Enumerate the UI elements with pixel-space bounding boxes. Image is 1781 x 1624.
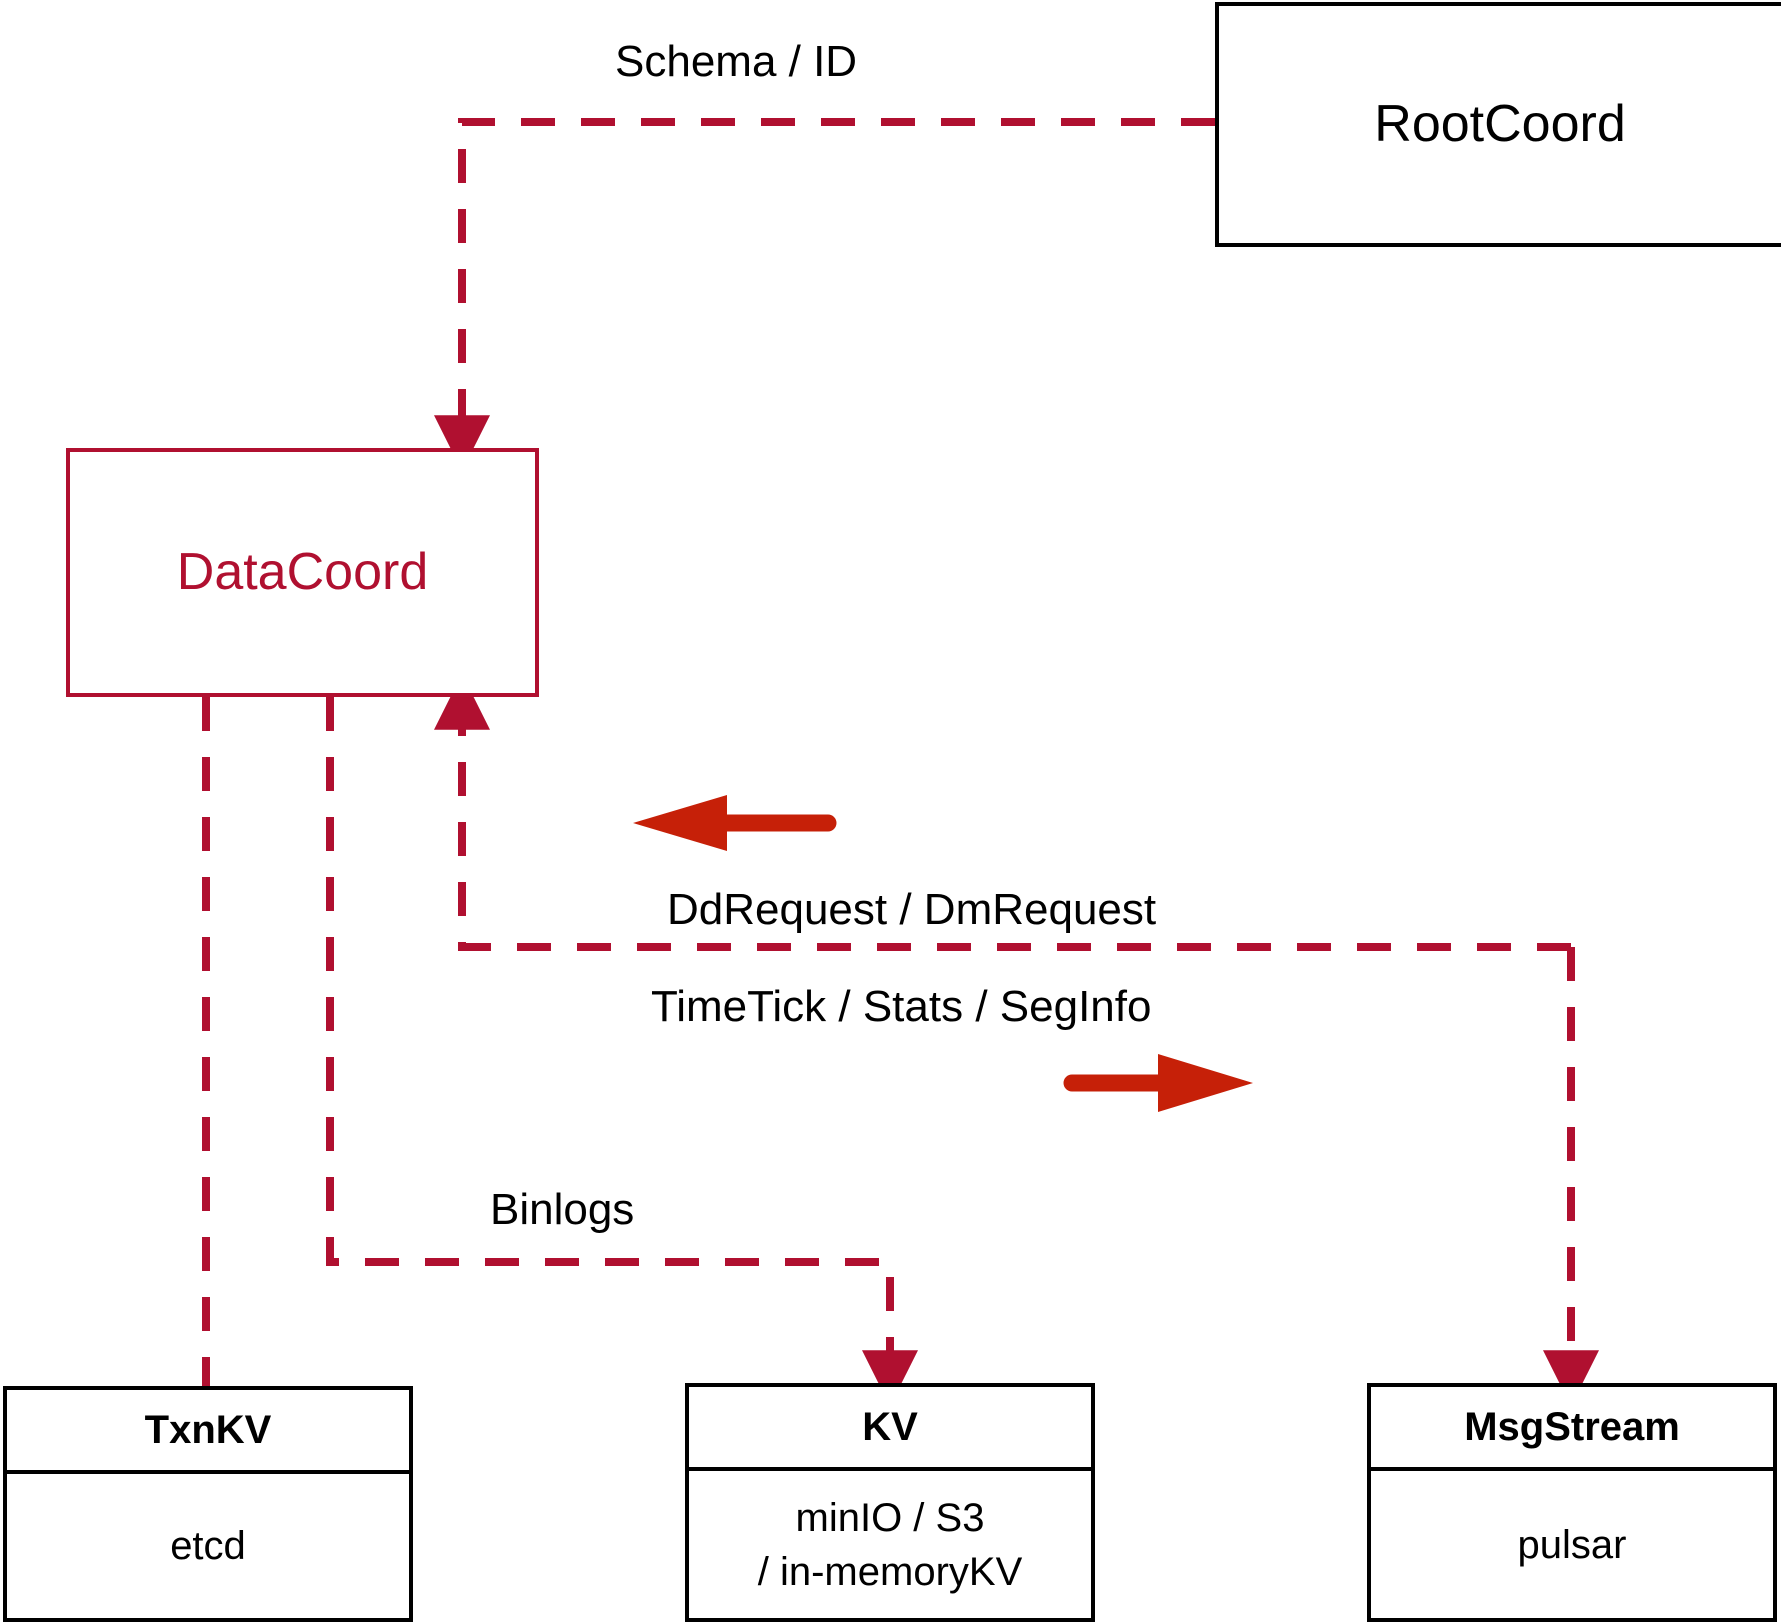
arrow-left-icon [633, 795, 837, 851]
node-msgstream[interactable]: MsgStream pulsar [1367, 1383, 1777, 1622]
node-datacoord[interactable]: DataCoord [66, 448, 539, 697]
node-rootcoord[interactable]: RootCoord [1215, 2, 1781, 247]
node-txnkv-line-1: etcd [170, 1524, 246, 1568]
node-datacoord-label: DataCoord [176, 542, 429, 601]
node-kv[interactable]: KV minIO / S3 / in-memoryKV [685, 1383, 1095, 1622]
node-msgstream-header: MsgStream [1371, 1387, 1773, 1471]
node-kv-title: KV [862, 1404, 918, 1449]
node-rootcoord-label: RootCoord [1374, 94, 1626, 153]
edge-rootcoord-to-datacoord [434, 118, 1215, 472]
node-msgstream-line-1: pulsar [1517, 1522, 1627, 1567]
edge-label-timetick-stats-seginfo: TimeTick / Stats / SegInfo [651, 982, 1152, 1031]
node-kv-header: KV [689, 1387, 1091, 1471]
edge-label-dd-dm-request: DdRequest / DmRequest [667, 885, 1157, 934]
node-txnkv[interactable]: TxnKV etcd [3, 1386, 413, 1622]
node-txnkv-body: etcd [7, 1474, 409, 1618]
node-kv-line-1: minIO / S3 [795, 1495, 985, 1540]
node-txnkv-title: TxnKV [144, 1407, 272, 1452]
edge-label-binlogs: Binlogs [490, 1185, 635, 1234]
edge-label-schema-id: Schema / ID [615, 37, 858, 86]
node-kv-body: minIO / S3 / in-memoryKV [689, 1471, 1091, 1618]
node-txnkv-header: TxnKV [7, 1390, 409, 1474]
node-msgstream-body: pulsar [1371, 1471, 1773, 1618]
node-msgstream-title: MsgStream [1464, 1404, 1680, 1449]
arrow-right-icon [1063, 1054, 1253, 1112]
edge-datacoord-to-kv [326, 697, 918, 1407]
node-kv-line-2: / in-memoryKV [757, 1549, 1023, 1594]
